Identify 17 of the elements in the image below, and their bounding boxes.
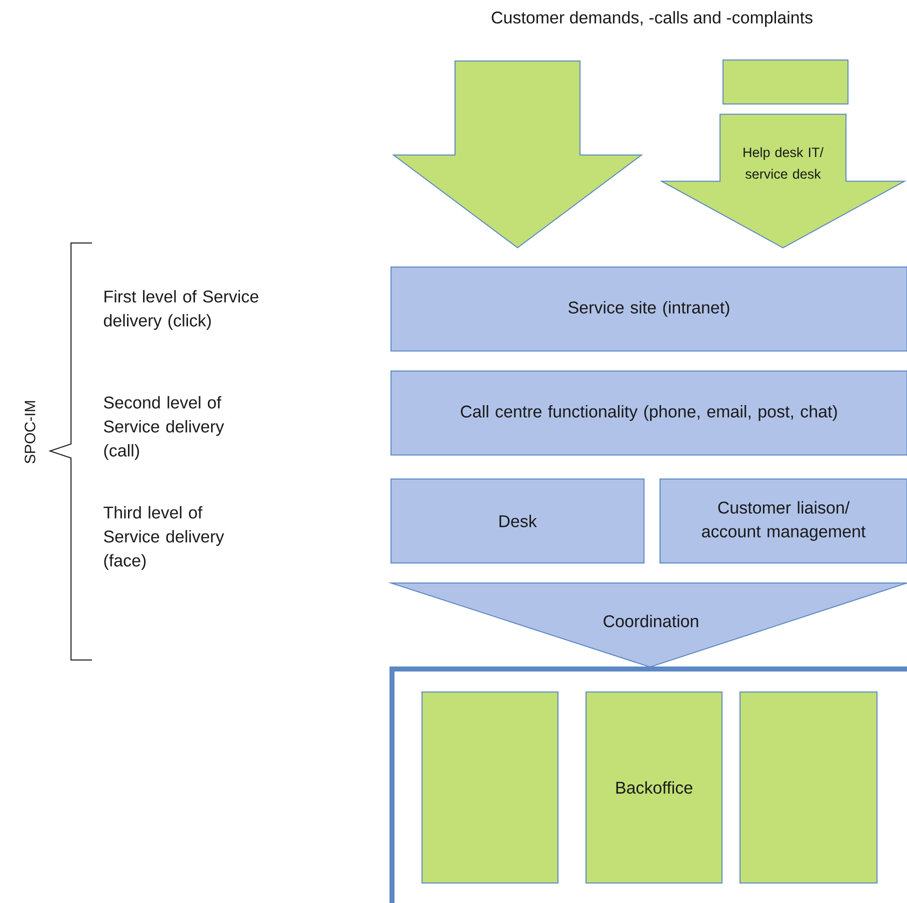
edge-label: Help desk IT/ service desk: [744, 147, 824, 179]
level-label: Third level of Service delivery (face): [104, 506, 224, 570]
small-box: [722, 60, 848, 104]
backoffice-frame: [390, 666, 907, 903]
backoffice-box: [422, 692, 558, 884]
block-arrow: [660, 114, 906, 248]
process-box: Call centre functionality (phone, email, post, chat): [390, 370, 907, 456]
title: Customer demands, -calls and -complaints: [492, 11, 812, 27]
backoffice-box: [740, 692, 878, 884]
process-box: Desk: [390, 478, 644, 564]
level-label: Second level of Service delivery (call): [104, 396, 224, 460]
bracket-label: SPOC-IM: [24, 401, 36, 464]
level-label: First level of Service delivery (click): [104, 290, 258, 330]
block-arrow: [392, 60, 644, 248]
backoffice-box: Backoffice: [586, 692, 722, 884]
process-box: Customer liaison/ account management: [660, 478, 907, 564]
process-box: Service site (intranet): [390, 266, 907, 352]
